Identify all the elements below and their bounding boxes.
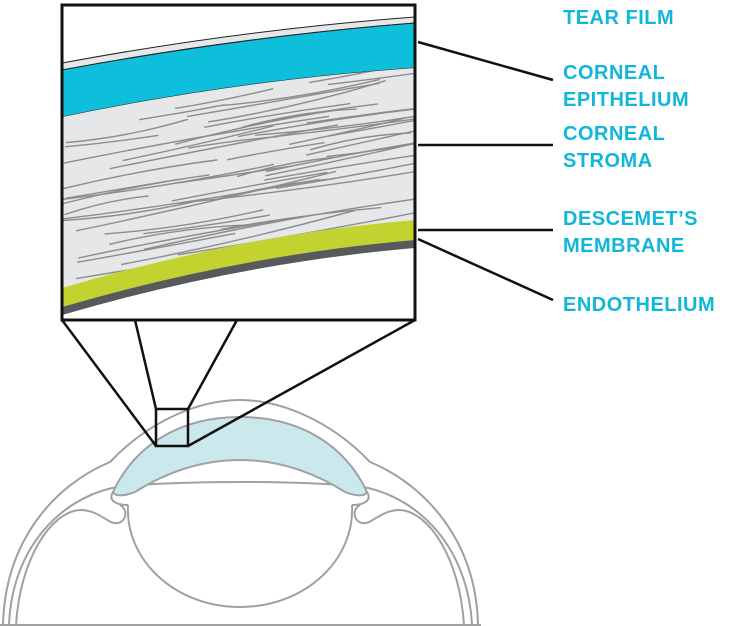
magnification-box bbox=[60, 3, 417, 322]
stroma-fiber bbox=[176, 168, 415, 205]
stroma-fiber bbox=[120, 209, 355, 266]
label-line: STROMA bbox=[563, 150, 653, 172]
label-line: CORNEAL bbox=[563, 123, 666, 145]
stroma-fiber bbox=[175, 87, 274, 110]
callout-lines bbox=[417, 40, 554, 302]
magnified-cornea-layers bbox=[62, 16, 415, 315]
stroma-fiber bbox=[104, 209, 264, 235]
stroma-fiber bbox=[177, 205, 415, 256]
stroma-fiber bbox=[65, 178, 179, 200]
lens bbox=[126, 504, 354, 609]
stroma-fiber bbox=[171, 171, 328, 202]
eye-cross-section bbox=[0, 398, 481, 626]
stroma-fiber bbox=[178, 165, 291, 184]
stroma-fiber bbox=[237, 156, 333, 178]
zoom-region-box bbox=[154, 407, 190, 448]
stroma-fiber bbox=[62, 201, 195, 223]
sclera-middle bbox=[8, 481, 473, 626]
stroma-fiber bbox=[306, 103, 415, 124]
stroma-fiber bbox=[64, 134, 159, 148]
label-line: EPITHELIUM bbox=[563, 89, 690, 111]
cornea bbox=[111, 415, 369, 497]
stroma-fiber bbox=[328, 97, 415, 137]
stroma-fiber bbox=[63, 115, 330, 164]
stroma-fiber bbox=[65, 118, 189, 144]
stroma-fiber bbox=[242, 108, 357, 128]
stroma-fiber bbox=[327, 68, 415, 86]
stroma-fiber bbox=[210, 177, 334, 202]
label-tear-film: TEAR FILM bbox=[563, 7, 675, 29]
stroma-fiber bbox=[109, 124, 338, 170]
stroma-fiber bbox=[208, 80, 386, 123]
stroma-fiber bbox=[237, 100, 415, 138]
sclera-outer bbox=[2, 398, 479, 626]
label-corneal-epithelium: CORNEAL EPITHELIUM bbox=[563, 60, 689, 114]
stroma-fiber bbox=[265, 121, 415, 177]
label-line: MEMBRANE bbox=[563, 235, 685, 257]
stroma-fiber bbox=[255, 107, 415, 136]
stroma-fiber bbox=[266, 125, 415, 173]
stroma-fiber bbox=[108, 224, 249, 246]
stroma-fiber bbox=[305, 96, 415, 156]
iris-left bbox=[110, 491, 129, 506]
label-endothelium: ENDOTHELIUM bbox=[563, 294, 716, 316]
stroma-fiber bbox=[78, 215, 304, 259]
stroma-fiber bbox=[187, 82, 380, 118]
stroma-fiber bbox=[63, 178, 320, 220]
stroma-fiber bbox=[227, 141, 325, 161]
callout-endothelium bbox=[417, 237, 554, 302]
descemets-membrane-layer bbox=[62, 220, 415, 307]
iris-right bbox=[351, 491, 370, 506]
stroma-fiber bbox=[64, 195, 149, 216]
stroma-fiber bbox=[122, 125, 274, 162]
label-line: DESCEMET’S bbox=[563, 208, 699, 230]
stroma-fiber bbox=[75, 170, 337, 232]
endothelium-layer bbox=[62, 240, 415, 315]
label-corneal-stroma: CORNEAL STROMA bbox=[563, 121, 665, 175]
stroma-fiber bbox=[276, 136, 415, 189]
stroma-fiber bbox=[143, 214, 270, 235]
stroma-fiber bbox=[62, 159, 218, 196]
stroma-fiber bbox=[203, 102, 351, 128]
label-line: CORNEAL bbox=[563, 62, 666, 84]
sclera-inner bbox=[15, 504, 465, 626]
stroma-fiber bbox=[264, 146, 415, 181]
label-descemets-membrane: DESCEMET’S MEMBRANE bbox=[563, 206, 698, 260]
stroma-fiber bbox=[62, 163, 274, 203]
stroma-fiber bbox=[77, 232, 236, 264]
stroma-fiber bbox=[143, 197, 415, 251]
magnification-lines bbox=[60, 318, 416, 448]
stroma-fibers bbox=[62, 68, 415, 280]
callout-epithelium bbox=[417, 40, 554, 82]
stroma-fiber bbox=[222, 78, 381, 107]
stroma-fiber bbox=[139, 104, 225, 121]
stroma-fiber bbox=[276, 105, 415, 137]
stroma-fiber bbox=[288, 117, 405, 146]
